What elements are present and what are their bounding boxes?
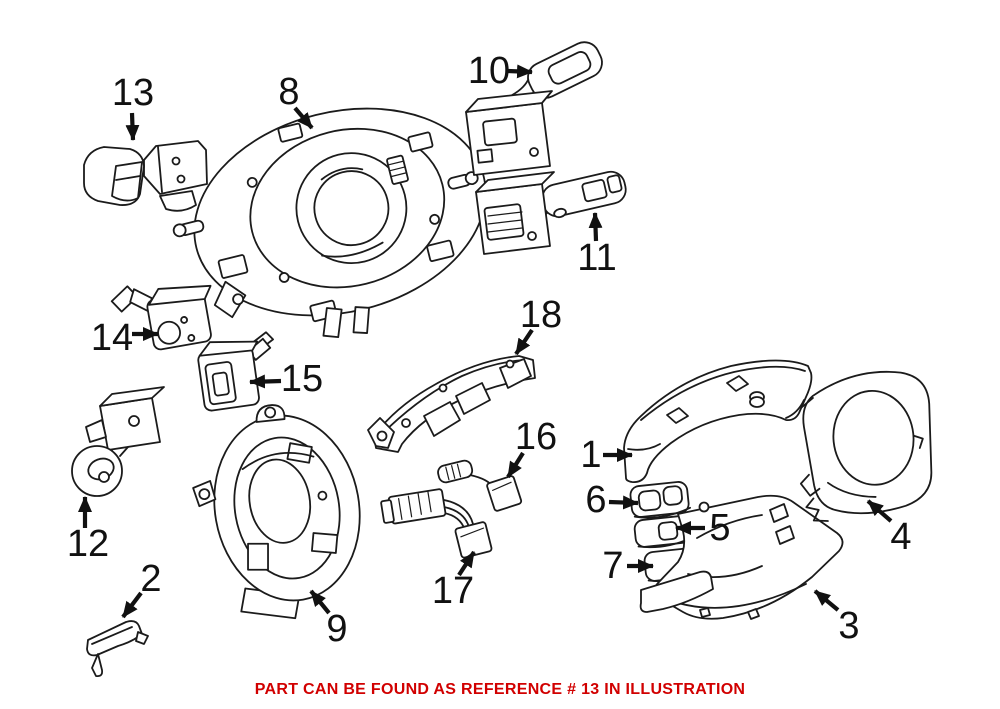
callout-6: 6 [585, 479, 639, 521]
part-4-column-rear-cover [799, 370, 933, 522]
callout-15: 15 [249, 358, 323, 400]
callout-9: 9 [309, 589, 348, 650]
callout-arrow-3 [813, 589, 840, 612]
callout-number-7: 7 [602, 545, 623, 587]
part-16-cable-connector [437, 459, 523, 512]
callout-arrow-9 [309, 589, 331, 615]
callout-number-15: 15 [281, 358, 323, 400]
callout-number-4: 4 [890, 516, 911, 558]
callout-arrow-8 [293, 106, 314, 130]
callout-arrow-11 [588, 212, 603, 242]
callout-14: 14 [91, 317, 159, 359]
part-6-trim-cover-double [629, 481, 691, 519]
callout-1: 1 [580, 434, 633, 476]
part-18-mounting-bracket [367, 355, 536, 453]
callout-arrow-2 [121, 591, 143, 619]
callout-8: 8 [278, 71, 314, 130]
part-2-cover-clip [86, 620, 149, 678]
part-1-upper-column-cover [623, 359, 813, 483]
callout-arrow-18 [514, 328, 534, 356]
callout-arrow-16 [506, 451, 525, 479]
part-13-turn-signal-switch [83, 140, 208, 212]
callout-16: 16 [506, 416, 557, 479]
callout-number-3: 3 [838, 605, 859, 647]
callout-number-6: 6 [585, 479, 606, 521]
callout-number-1: 1 [580, 434, 601, 476]
caption-text: PART CAN BE FOUND AS REFERENCE # 13 IN I… [254, 681, 746, 698]
callout-arrow-4 [866, 499, 893, 523]
callout-number-2: 2 [140, 558, 161, 600]
callout-number-5: 5 [709, 507, 730, 549]
callout-13: 13 [112, 72, 154, 141]
callout-number-17: 17 [432, 570, 474, 612]
part-14-switch-module [110, 284, 212, 351]
callout-3: 3 [813, 589, 860, 647]
callout-number-14: 14 [91, 317, 133, 359]
callout-arrow-10 [507, 64, 533, 79]
callout-number-10: 10 [468, 50, 510, 92]
callout-arrow-17 [457, 550, 476, 577]
callout-number-9: 9 [326, 608, 347, 650]
part-11-stalk-switch-lower [475, 170, 627, 255]
callout-11: 11 [577, 212, 617, 279]
part-10-stalk-switch-upper [465, 41, 603, 176]
callout-4: 4 [866, 499, 912, 558]
part-8-steering-column-switch-unit [172, 107, 487, 339]
callout-2: 2 [121, 558, 162, 619]
callout-17: 17 [432, 550, 476, 612]
callout-18: 18 [514, 294, 562, 356]
callout-number-16: 16 [515, 416, 557, 458]
callout-arrow-13 [125, 112, 140, 141]
callout-number-11: 11 [577, 237, 616, 279]
callout-number-8: 8 [278, 71, 299, 113]
callout-number-13: 13 [112, 72, 154, 114]
callout-7: 7 [602, 545, 654, 587]
callout-10: 10 [468, 50, 533, 92]
callout-5: 5 [675, 507, 731, 549]
part-17-wiring-harness [380, 488, 493, 559]
callout-12: 12 [67, 496, 109, 565]
part-15-switch-module [197, 331, 274, 412]
callout-arrow-15 [249, 374, 282, 389]
callout-arrow-6 [608, 495, 639, 510]
part-12-ignition-switch [71, 386, 165, 497]
callout-number-18: 18 [520, 294, 562, 336]
callout-number-12: 12 [67, 523, 109, 565]
part-9-clock-spring [192, 404, 361, 620]
